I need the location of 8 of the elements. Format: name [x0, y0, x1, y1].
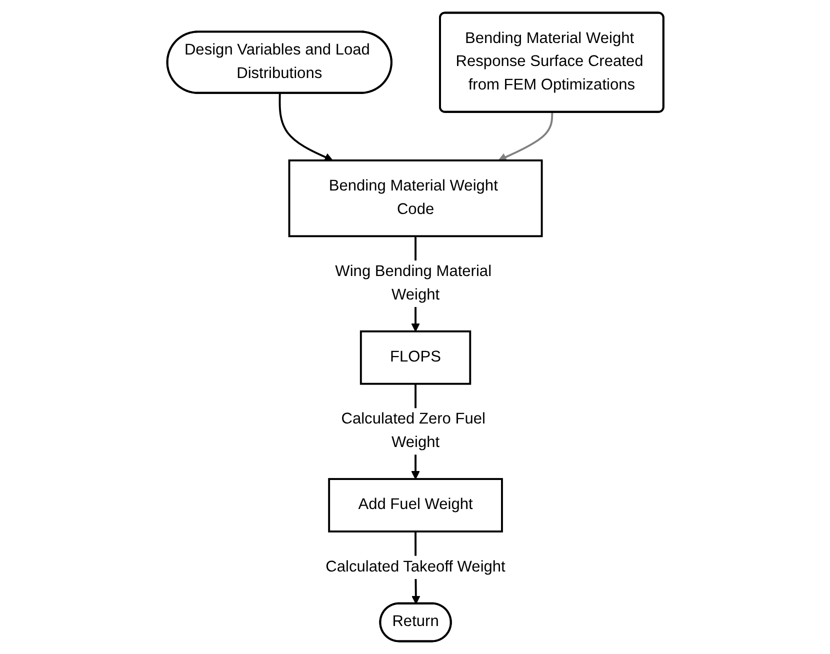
edge-label: Calculated Takeoff Weight [325, 558, 506, 576]
node-box: FLOPS [360, 330, 471, 385]
node-box: Add Fuel Weight [328, 478, 503, 532]
edge-label: Wing Bending Material Weight [334, 263, 492, 304]
arrow [278, 93, 333, 162]
node-box: Bending Material Weight Code [288, 159, 542, 238]
edge-label: Calculated Zero Fuel Weight [340, 411, 486, 451]
arrow [498, 112, 553, 162]
